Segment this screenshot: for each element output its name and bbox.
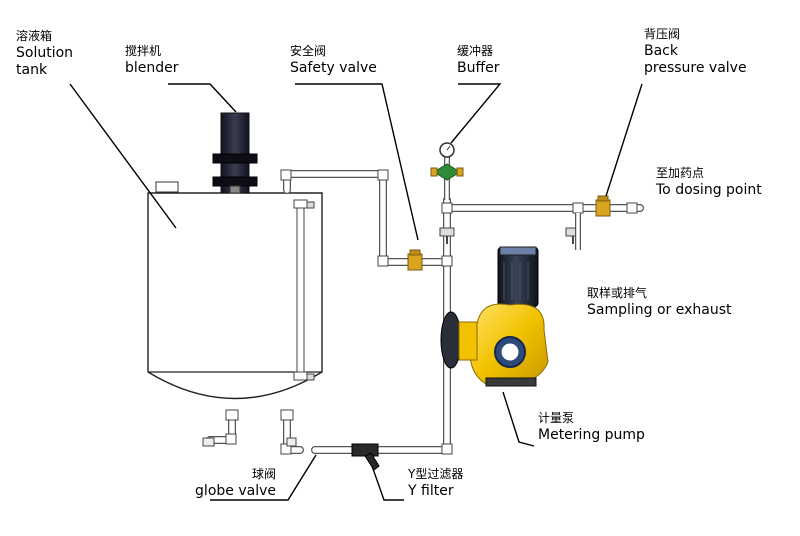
label-metering-pump: 计量泵 Metering pump: [538, 410, 645, 444]
back-pressure-zh: 背压阀: [644, 27, 681, 41]
dosing-point-zh: 至加药点: [656, 166, 705, 180]
y-filter: [351, 443, 380, 471]
label-back-pressure-valve: 背压阀 Back pressure valve: [644, 26, 747, 77]
buffer: [430, 142, 464, 200]
label-globe-valve: 球阀 globe valve: [186, 466, 276, 500]
sampling-en: Sampling or exhaust: [587, 302, 732, 318]
globe-valve-en: globe valve: [195, 483, 276, 499]
label-sampling: 取样或排气 Sampling or exhaust: [587, 285, 732, 319]
pipe-fittings: [225, 169, 638, 455]
label-dosing-point: 至加药点 To dosing point: [656, 165, 762, 199]
metering-pump-en: Metering pump: [538, 427, 645, 443]
buffer-en: Buffer: [457, 60, 500, 76]
label-blender: 搅拌机 blender: [125, 43, 179, 77]
y-filter-zh: Y型过滤器: [408, 467, 464, 481]
label-solution-tank: 溶液箱 Solution tank: [16, 28, 73, 79]
label-safety-valve: 安全阀 Safety valve: [290, 43, 377, 77]
metering-pump-zh: 计量泵: [538, 411, 575, 425]
blender: [212, 112, 258, 194]
globe-valve: [202, 437, 297, 447]
label-buffer: 缓冲器 Buffer: [457, 43, 500, 77]
level-gauge: [293, 199, 315, 381]
blender-zh: 搅拌机: [125, 44, 162, 58]
buffer-zh: 缓冲器: [457, 44, 494, 58]
leader-lines: [69, 83, 643, 501]
back-pressure-en2: pressure valve: [644, 60, 747, 76]
safety-valve-en: Safety valve: [290, 60, 377, 76]
dosing-point-en: To dosing point: [656, 182, 762, 198]
blender-en: blender: [125, 60, 179, 76]
solution-tank-en2: tank: [16, 62, 48, 78]
label-y-filter: Y型过滤器 Y filter: [408, 466, 463, 500]
y-filter-en: Y filter: [408, 483, 454, 499]
safety-valve-zh: 安全阀: [290, 44, 327, 58]
solution-tank-zh: 溶液箱: [16, 29, 53, 43]
metering-pump: [440, 246, 549, 387]
sampling-valves: [439, 213, 581, 250]
solution-tank: [147, 181, 323, 400]
back-pressure-en1: Back: [644, 43, 678, 59]
sampling-zh: 取样或排气: [587, 286, 648, 300]
safety-valve: [407, 249, 423, 271]
globe-valve-zh: 球阀: [251, 467, 276, 481]
solution-tank-en1: Solution: [16, 45, 74, 61]
back-pressure-valve: [595, 195, 611, 217]
